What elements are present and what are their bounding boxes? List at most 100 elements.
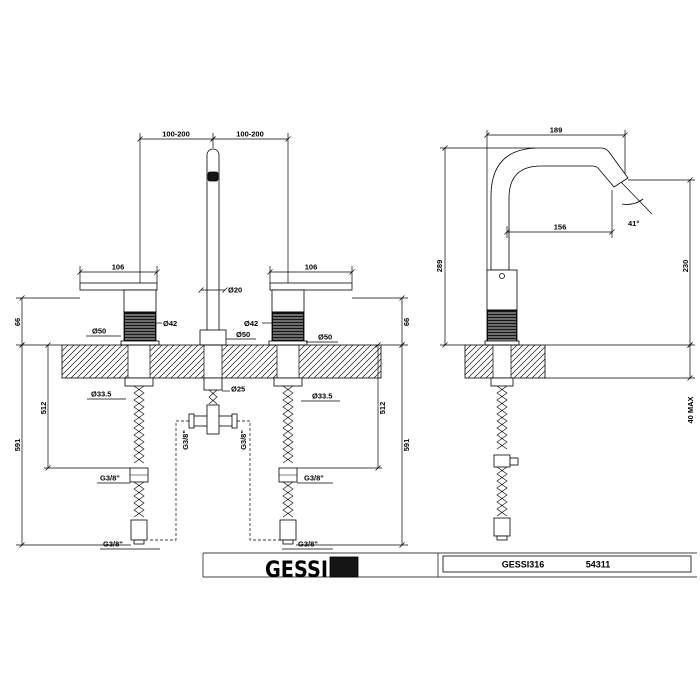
product-series: GESSI316 bbox=[502, 560, 545, 570]
dimension-tick bbox=[687, 375, 693, 381]
deck-section bbox=[61, 344, 382, 379]
side-supply-hose bbox=[490, 377, 519, 541]
handle-diameter-left-label: Ø42 bbox=[163, 319, 177, 328]
hose-length-right-label: 512 bbox=[378, 402, 387, 415]
shank-nut bbox=[273, 377, 303, 387]
hatch-line bbox=[221, 344, 229, 352]
hatch-line bbox=[349, 346, 382, 379]
outlet-angle: 41° bbox=[620, 181, 653, 228]
hatch-line bbox=[149, 344, 181, 376]
deck-hatch bbox=[61, 344, 129, 379]
deck-hatch bbox=[510, 344, 546, 379]
hatch-line bbox=[182, 356, 205, 379]
hatch-line bbox=[164, 344, 199, 379]
knurl-ribs bbox=[488, 312, 516, 341]
hatch-line bbox=[70, 344, 105, 379]
hose-length-left-label: 512 bbox=[39, 402, 48, 415]
front-view: 100-200 100-200 106 106 bbox=[13, 130, 411, 550]
lever-left-label: 106 bbox=[112, 263, 125, 272]
braided-hose bbox=[208, 389, 218, 405]
vertical-dimensions-right: 66 591 512 bbox=[296, 295, 411, 548]
hatch-line bbox=[473, 358, 494, 379]
knurl-ribs bbox=[273, 314, 303, 340]
dimension-tick bbox=[399, 342, 405, 348]
spout-shank bbox=[203, 377, 223, 391]
thread-tee-left-label: G3/8" bbox=[181, 430, 190, 450]
hose-end-tip bbox=[133, 539, 145, 545]
tee-cap-right bbox=[231, 413, 238, 429]
hose-end-fitting bbox=[130, 519, 148, 541]
tee-body bbox=[206, 404, 220, 435]
handle-base-ring bbox=[484, 340, 520, 346]
hatch-line bbox=[301, 344, 336, 379]
hatch-line bbox=[100, 350, 129, 379]
spacing-right-label: 100-200 bbox=[236, 130, 264, 139]
dimension-tick bbox=[222, 287, 228, 293]
hatch-line bbox=[298, 344, 330, 376]
spout-tube bbox=[206, 148, 220, 334]
spacing-dimension: 100-200 100-200 bbox=[137, 130, 291, 283]
hatch-line bbox=[248, 349, 278, 379]
right-handle bbox=[268, 282, 353, 346]
hose-end-tip bbox=[496, 535, 508, 541]
shank-nut bbox=[124, 377, 154, 387]
dimension-tick bbox=[442, 342, 448, 348]
dimension-tick bbox=[622, 132, 628, 138]
hose-end-fitting bbox=[493, 517, 511, 537]
hatch-line bbox=[525, 358, 546, 379]
dashed-connection-left bbox=[150, 420, 189, 541]
spout-diameter-label: Ø20 bbox=[228, 286, 242, 295]
dimension-tick bbox=[285, 136, 291, 142]
hatch-line bbox=[307, 344, 342, 379]
total-height-label: 289 bbox=[435, 260, 444, 273]
hatch-line bbox=[331, 344, 366, 379]
hatch-line bbox=[313, 344, 348, 379]
hatch-line bbox=[467, 352, 494, 379]
handle-indicator bbox=[499, 273, 505, 279]
dimension-tick bbox=[687, 177, 693, 183]
handle-lever bbox=[269, 282, 353, 291]
hatch-line bbox=[230, 344, 265, 379]
hose-braid bbox=[282, 481, 294, 518]
hatch-line bbox=[510, 344, 530, 364]
base-diameter-right-label: Ø50 bbox=[318, 333, 332, 342]
hatch-line bbox=[510, 344, 524, 358]
hatch-line bbox=[298, 344, 312, 358]
lever-right-label: 106 bbox=[305, 263, 318, 272]
hatch-line bbox=[355, 352, 382, 379]
hatch-line bbox=[61, 344, 69, 352]
hatch-line bbox=[221, 344, 253, 376]
hatch-line bbox=[325, 344, 360, 379]
hatch-line bbox=[513, 346, 546, 379]
thread-tee-right-label: G3/8" bbox=[239, 430, 248, 450]
deck-outline bbox=[61, 344, 382, 379]
handle-base-ring bbox=[268, 340, 308, 346]
hatch-line bbox=[537, 370, 546, 379]
dimension-tick bbox=[19, 295, 25, 301]
hatch-line bbox=[298, 344, 324, 370]
dimension-tick bbox=[198, 287, 204, 293]
braided-hose bbox=[282, 385, 294, 464]
hatch-line bbox=[149, 344, 163, 358]
hatch-line bbox=[194, 368, 205, 379]
dimension-tick bbox=[19, 542, 25, 548]
dimension-tick bbox=[137, 136, 143, 142]
handle-diameter-right-label: Ø42 bbox=[244, 319, 258, 328]
hatch-line bbox=[531, 364, 546, 379]
braided-hose bbox=[133, 385, 145, 464]
hatch-line bbox=[236, 344, 271, 379]
dimension-tick bbox=[267, 269, 273, 275]
hatch-line bbox=[61, 344, 93, 376]
side-spout bbox=[490, 147, 629, 271]
vertical-dimensions-left: 66 591 512 bbox=[13, 295, 131, 548]
hatch-line bbox=[76, 344, 111, 379]
handle-height-right-label: 66 bbox=[402, 318, 411, 326]
hatch-line bbox=[124, 374, 129, 379]
dimension-tick bbox=[154, 269, 160, 275]
dimension-tick bbox=[210, 136, 216, 142]
hatch-line bbox=[82, 344, 117, 379]
hatch-line bbox=[337, 344, 372, 379]
dimension-tick bbox=[77, 269, 83, 275]
hatch-line bbox=[152, 344, 187, 379]
hose-side-tab bbox=[509, 457, 519, 466]
